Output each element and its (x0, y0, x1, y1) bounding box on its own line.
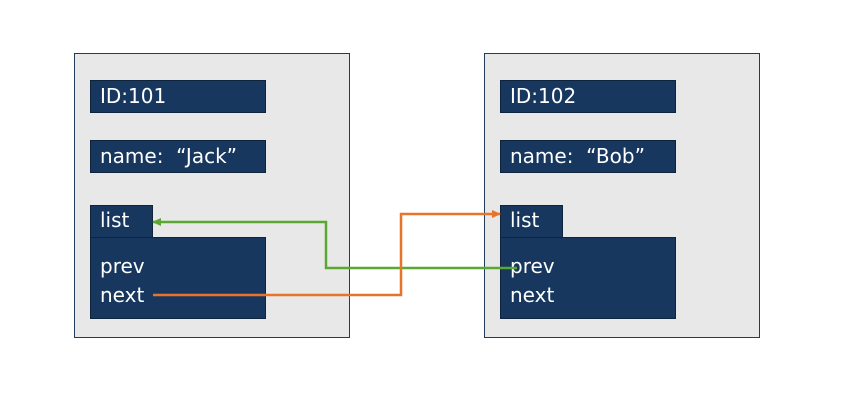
node-card-jack: ID:101 name: “Jack” list prev next (74, 53, 350, 338)
list-pointers: prev next (90, 237, 266, 319)
list-header: list (500, 205, 563, 238)
node-name-field: name: “Bob” (500, 140, 676, 173)
prev-pointer-label: prev (510, 254, 555, 278)
node-name-field: name: “Jack” (90, 140, 266, 173)
node-card-bob: ID:102 name: “Bob” list prev next (484, 53, 760, 338)
node-id-field: ID:101 (90, 80, 266, 113)
next-pointer-label: next (100, 283, 145, 307)
node-id-field: ID:102 (500, 80, 676, 113)
prev-pointer-label: prev (100, 254, 145, 278)
next-link-arrow (153, 210, 501, 297)
list-header: list (90, 205, 153, 238)
prev-link-arrow (152, 218, 517, 270)
list-pointers: prev next (500, 237, 676, 319)
next-pointer-label: next (510, 283, 555, 307)
